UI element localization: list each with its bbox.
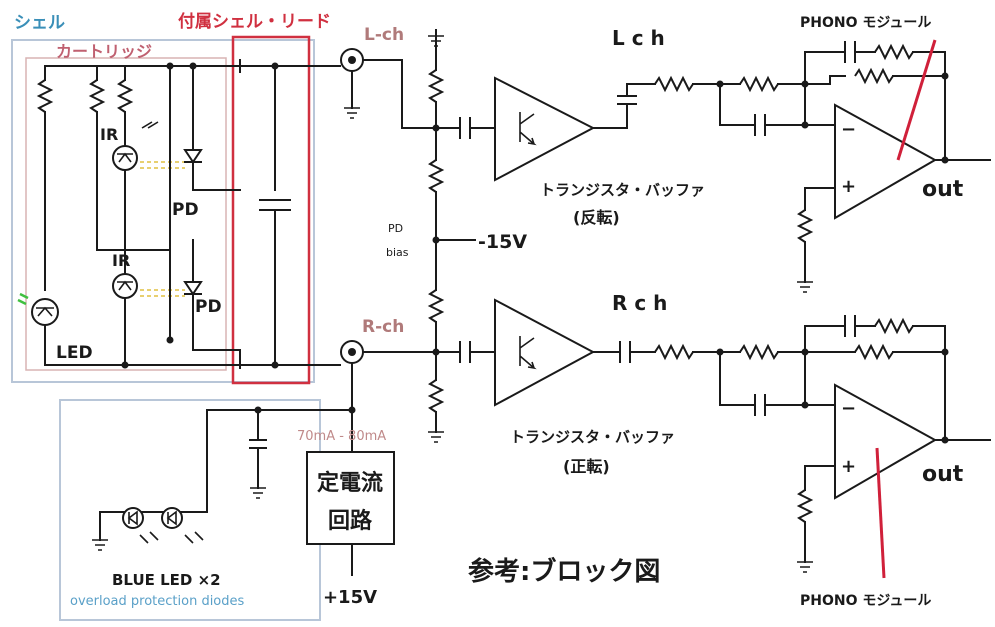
ground-symbol [344, 107, 360, 119]
phono-pointer-bottom [875, 447, 886, 579]
cc-label-1: 定電流 [317, 470, 383, 496]
r-phono-opamp [834, 383, 938, 500]
r-opamp-minus: − [841, 398, 856, 419]
r-ch-jack-label: R-ch [362, 317, 404, 337]
cartridge-resistor-1 [36, 79, 54, 113]
overload-label: overload protection diodes [70, 594, 245, 609]
cartridge-resistor-2 [88, 79, 106, 113]
lead-capacitor [259, 199, 291, 211]
ir-beam-top [140, 161, 185, 169]
power-outline [59, 399, 321, 621]
buffer-l-label-1: トランジスタ・バッファ [540, 181, 705, 199]
reference-label: 参考:ブロック図 [468, 556, 660, 587]
minus-15v-label: -15V [478, 231, 527, 253]
r-transistor-buffer [494, 298, 596, 407]
ir-emitter-bottom [112, 273, 138, 299]
r-opamp-plus: + [841, 456, 856, 477]
decoupling-cap [249, 409, 267, 489]
pd-bias-label-2: bias [386, 246, 409, 259]
l-ch-jack: L-ch [340, 25, 461, 129]
shell-lead-box [231, 35, 311, 385]
out-top-label: out [922, 177, 964, 202]
buffer-l-label-2: (反転) [573, 208, 620, 227]
pd-bias-label-1: PD [388, 222, 403, 235]
led-label: LED [56, 343, 93, 363]
blue-led-1 [122, 507, 144, 529]
pd-bottom-label: PD [195, 297, 222, 317]
r-ch-jack: R-ch [340, 317, 461, 411]
l-opamp-plus: + [841, 176, 856, 197]
l-input-cap [459, 117, 471, 139]
ir-emitter-top [112, 145, 138, 171]
led-emitter [31, 298, 59, 326]
cc-label-2: 回路 [328, 508, 373, 534]
l-phono-opamp [834, 103, 938, 220]
pd-top-label: PD [172, 200, 199, 220]
ir-beam-bottom [140, 289, 185, 297]
cartridge-outline [25, 57, 227, 371]
ir-top-label: IR [100, 125, 118, 144]
r-ch-title: R c h [612, 291, 667, 315]
l-ch-title: L c h [612, 26, 665, 50]
cartridge-resistor-3 [116, 79, 134, 113]
l-transistor-buffer [494, 76, 596, 182]
phono-bottom-label: PHONO モジュール [800, 593, 931, 609]
plus-15v-label: +15V [323, 587, 377, 608]
shell-region: シェル カートリッジ 付属シェル・リード IR IR PD [11, 11, 341, 385]
shell-lead-label: 付属シェル・リード [178, 11, 331, 32]
buffer-r-label-2: (正転) [563, 457, 610, 476]
blue-led-2 [161, 507, 183, 529]
pd-diode-bottom [183, 281, 203, 296]
r-input-cap [459, 341, 471, 363]
power-region: 定電流 回路 +15V 70mA - 80mA BLUE LED ×2 over… [59, 399, 395, 621]
pd-diode-top [183, 149, 203, 164]
l-coupling-cap [617, 95, 637, 105]
phono-top-label: PHONO モジュール [800, 15, 931, 31]
constant-current-circuit [306, 451, 395, 545]
phono-pointer-top [896, 39, 937, 161]
led-light-icon [17, 292, 29, 306]
l-ch-path: − + [459, 39, 991, 293]
buffer-r-label-1: トランジスタ・バッファ [510, 428, 675, 446]
l-ch-jack-label: L-ch [364, 25, 404, 45]
shell-label: シェル [14, 13, 65, 33]
r-ch-path: − + [459, 298, 991, 579]
out-bottom-label: out [922, 462, 964, 487]
shell-outline [11, 39, 315, 383]
current-range-label: 70mA - 80mA [297, 429, 386, 444]
ir-bottom-label: IR [112, 251, 130, 270]
bias-network: PD bias -15V [386, 29, 527, 443]
blue-led-label: BLUE LED ×2 [112, 571, 221, 589]
l-opamp-minus: − [841, 119, 856, 140]
cartridge-label: カートリッジ [56, 42, 152, 61]
